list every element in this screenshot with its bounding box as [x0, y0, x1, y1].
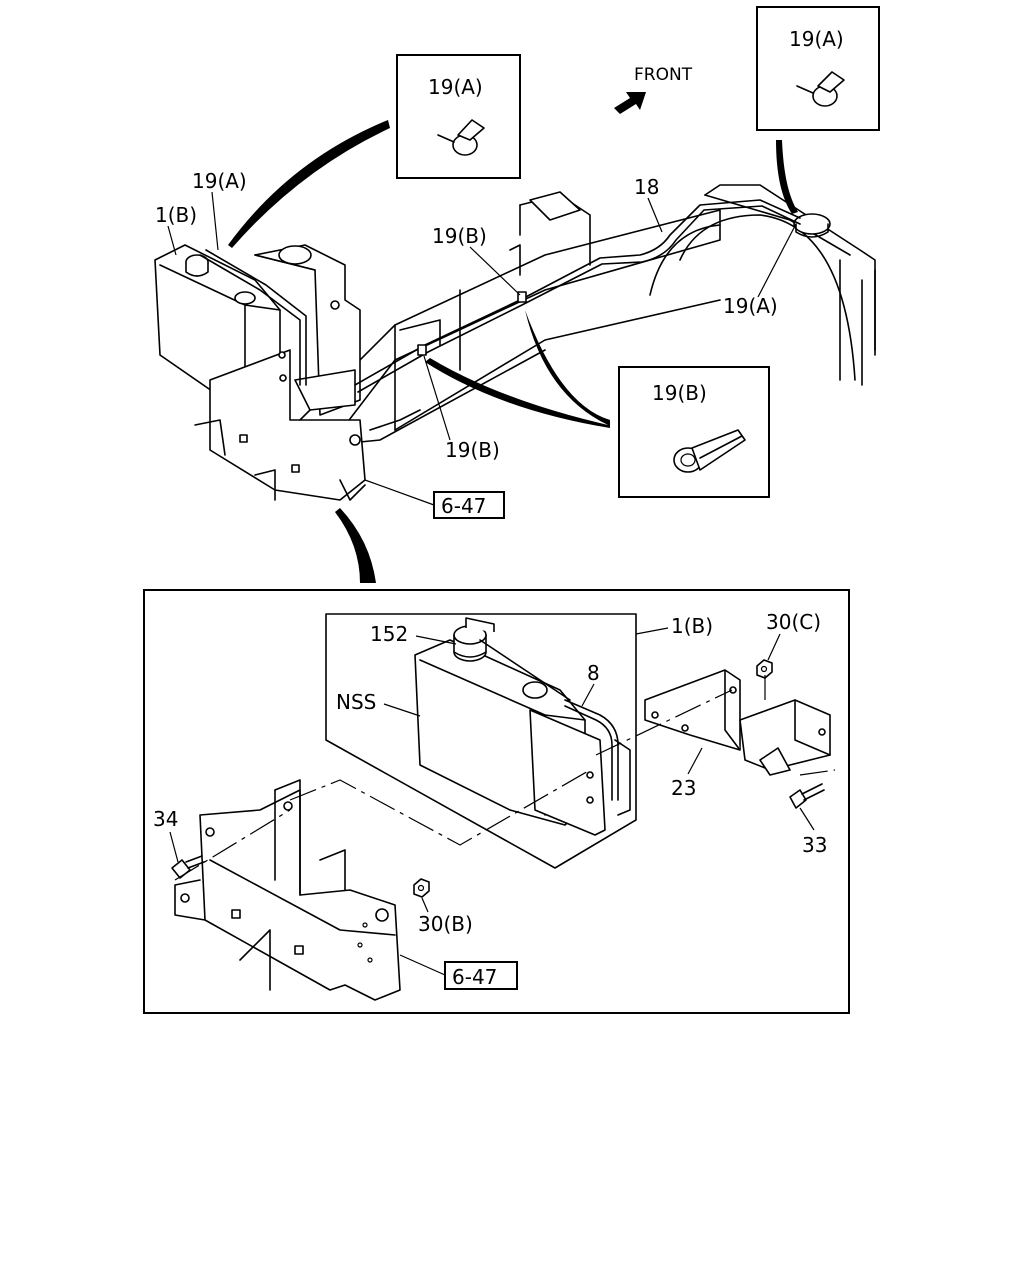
- assembly-line-3: [595, 689, 733, 756]
- assembly-line-5: [799, 769, 836, 776]
- front-arrow-icon: [614, 92, 646, 114]
- bracket-23: [644, 669, 831, 776]
- hose-clip-a-icon: [796, 71, 845, 107]
- detail-view: 152 1(B) 8 NSS 30(C) 23 33 34 30(B) 6-47: [143, 589, 850, 1014]
- label-30c: 30(C): [766, 610, 821, 634]
- label-19b-upper: 19(B): [432, 224, 487, 248]
- inset-box-19b: 19(B): [618, 366, 770, 498]
- support-post: [254, 244, 361, 416]
- callout-arc-lower: [335, 508, 376, 583]
- label-19b-lower: 19(B): [445, 438, 500, 462]
- callout-arc-19a-left: [228, 120, 390, 248]
- label-152: 152: [370, 622, 408, 646]
- nut-30c-icon: [756, 659, 773, 679]
- label-19a-tank: 19(A): [192, 169, 247, 193]
- cap-icon: [453, 617, 495, 662]
- nss-outline: [325, 613, 637, 869]
- overview-assembly: 19(A) 19(A) 19(B): [154, 6, 880, 583]
- label-nss: NSS: [336, 690, 376, 714]
- reference-box-top: 6-47: [364, 479, 505, 519]
- hose-clip-b-icon: [673, 429, 746, 473]
- assembly-line-1: [289, 769, 591, 846]
- inset-box-19a-left: 19(A): [396, 54, 521, 179]
- inset-box-19a-right: 19(A): [756, 6, 880, 131]
- bolt-33-icon: [789, 783, 825, 809]
- label-1b-detail: 1(B): [671, 614, 713, 638]
- label-1b-overview: 1(B): [155, 203, 197, 227]
- assembly-line-2: [174, 809, 291, 881]
- reservoir-tank-detail: [414, 617, 631, 836]
- label-8: 8: [587, 661, 600, 685]
- label-33: 33: [802, 833, 827, 857]
- label-23: 23: [671, 776, 696, 800]
- label-34: 34: [153, 807, 178, 831]
- front-direction-indicator: FRONT: [614, 65, 693, 114]
- nut-30b-icon: [413, 878, 430, 898]
- inset-label-19a-right: 19(A): [789, 27, 844, 51]
- label-19a-radiator: 19(A): [723, 294, 778, 318]
- detail-frame: [143, 589, 850, 1014]
- reference-box-lower: 6-47: [399, 954, 518, 990]
- hose-route: [199, 199, 801, 393]
- ref-label-lower: 6-47: [452, 965, 497, 989]
- reservoir-tank-overview: [154, 244, 366, 501]
- inset-label-19a-left: 19(A): [428, 75, 483, 99]
- callout-arc-19b: [425, 310, 610, 428]
- frame-rail: [299, 191, 721, 446]
- front-label: FRONT: [634, 65, 693, 85]
- label-18: 18: [634, 175, 659, 199]
- callout-arc-19a-right: [776, 140, 798, 214]
- hose-clip-a-icon: [437, 119, 485, 156]
- inset-label-19b: 19(B): [652, 381, 707, 405]
- ref-label-top: 6-47: [441, 494, 486, 518]
- label-30b: 30(B): [418, 912, 473, 936]
- main-bracket-detail: [174, 779, 401, 1001]
- radiator: [649, 184, 876, 386]
